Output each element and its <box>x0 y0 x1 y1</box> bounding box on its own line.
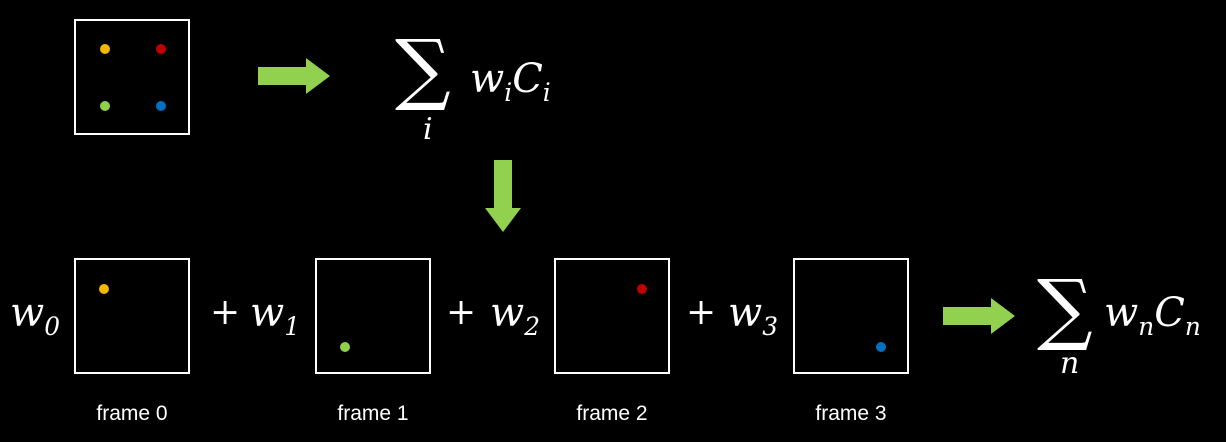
frame-0-box <box>74 258 190 374</box>
green-dot <box>340 342 350 352</box>
frame-label-2: frame 2 <box>576 402 648 425</box>
frame-label-0: frame 0 <box>96 402 168 425</box>
frame-3-box <box>793 258 909 374</box>
right-arrow-icon <box>943 298 1015 334</box>
red-dot <box>156 44 166 54</box>
frame-label-1: frame 1 <box>337 402 409 425</box>
sum-symbol-bottom: ∑ <box>1037 264 1093 354</box>
plus-3: + <box>686 292 717 333</box>
frame-2-box <box>554 258 670 374</box>
sum-symbol-top: ∑ <box>395 24 451 114</box>
green-dot <box>100 101 110 111</box>
weight-0: w0 <box>10 290 61 341</box>
weight-1: w1 <box>250 290 301 341</box>
frame-1-box <box>315 258 431 374</box>
frame-label-3: frame 3 <box>815 402 887 425</box>
weight-2: w2 <box>490 290 541 341</box>
blue-dot <box>156 101 166 111</box>
plus-2: + <box>446 292 477 333</box>
right-arrow-icon <box>258 58 330 94</box>
yellow-dot <box>99 284 109 294</box>
plus-1: + <box>210 292 241 333</box>
sum-index-top: i <box>423 112 433 147</box>
down-arrow-icon <box>485 160 521 232</box>
weight-3: w3 <box>728 290 779 341</box>
composite-frame <box>74 19 190 135</box>
sum-index-bottom: n <box>1060 346 1080 381</box>
sum-term-top: wiCi <box>470 56 551 107</box>
yellow-dot <box>100 44 110 54</box>
sum-term-bottom: wnCn <box>1104 290 1201 341</box>
red-dot <box>637 284 647 294</box>
blue-dot <box>876 342 886 352</box>
